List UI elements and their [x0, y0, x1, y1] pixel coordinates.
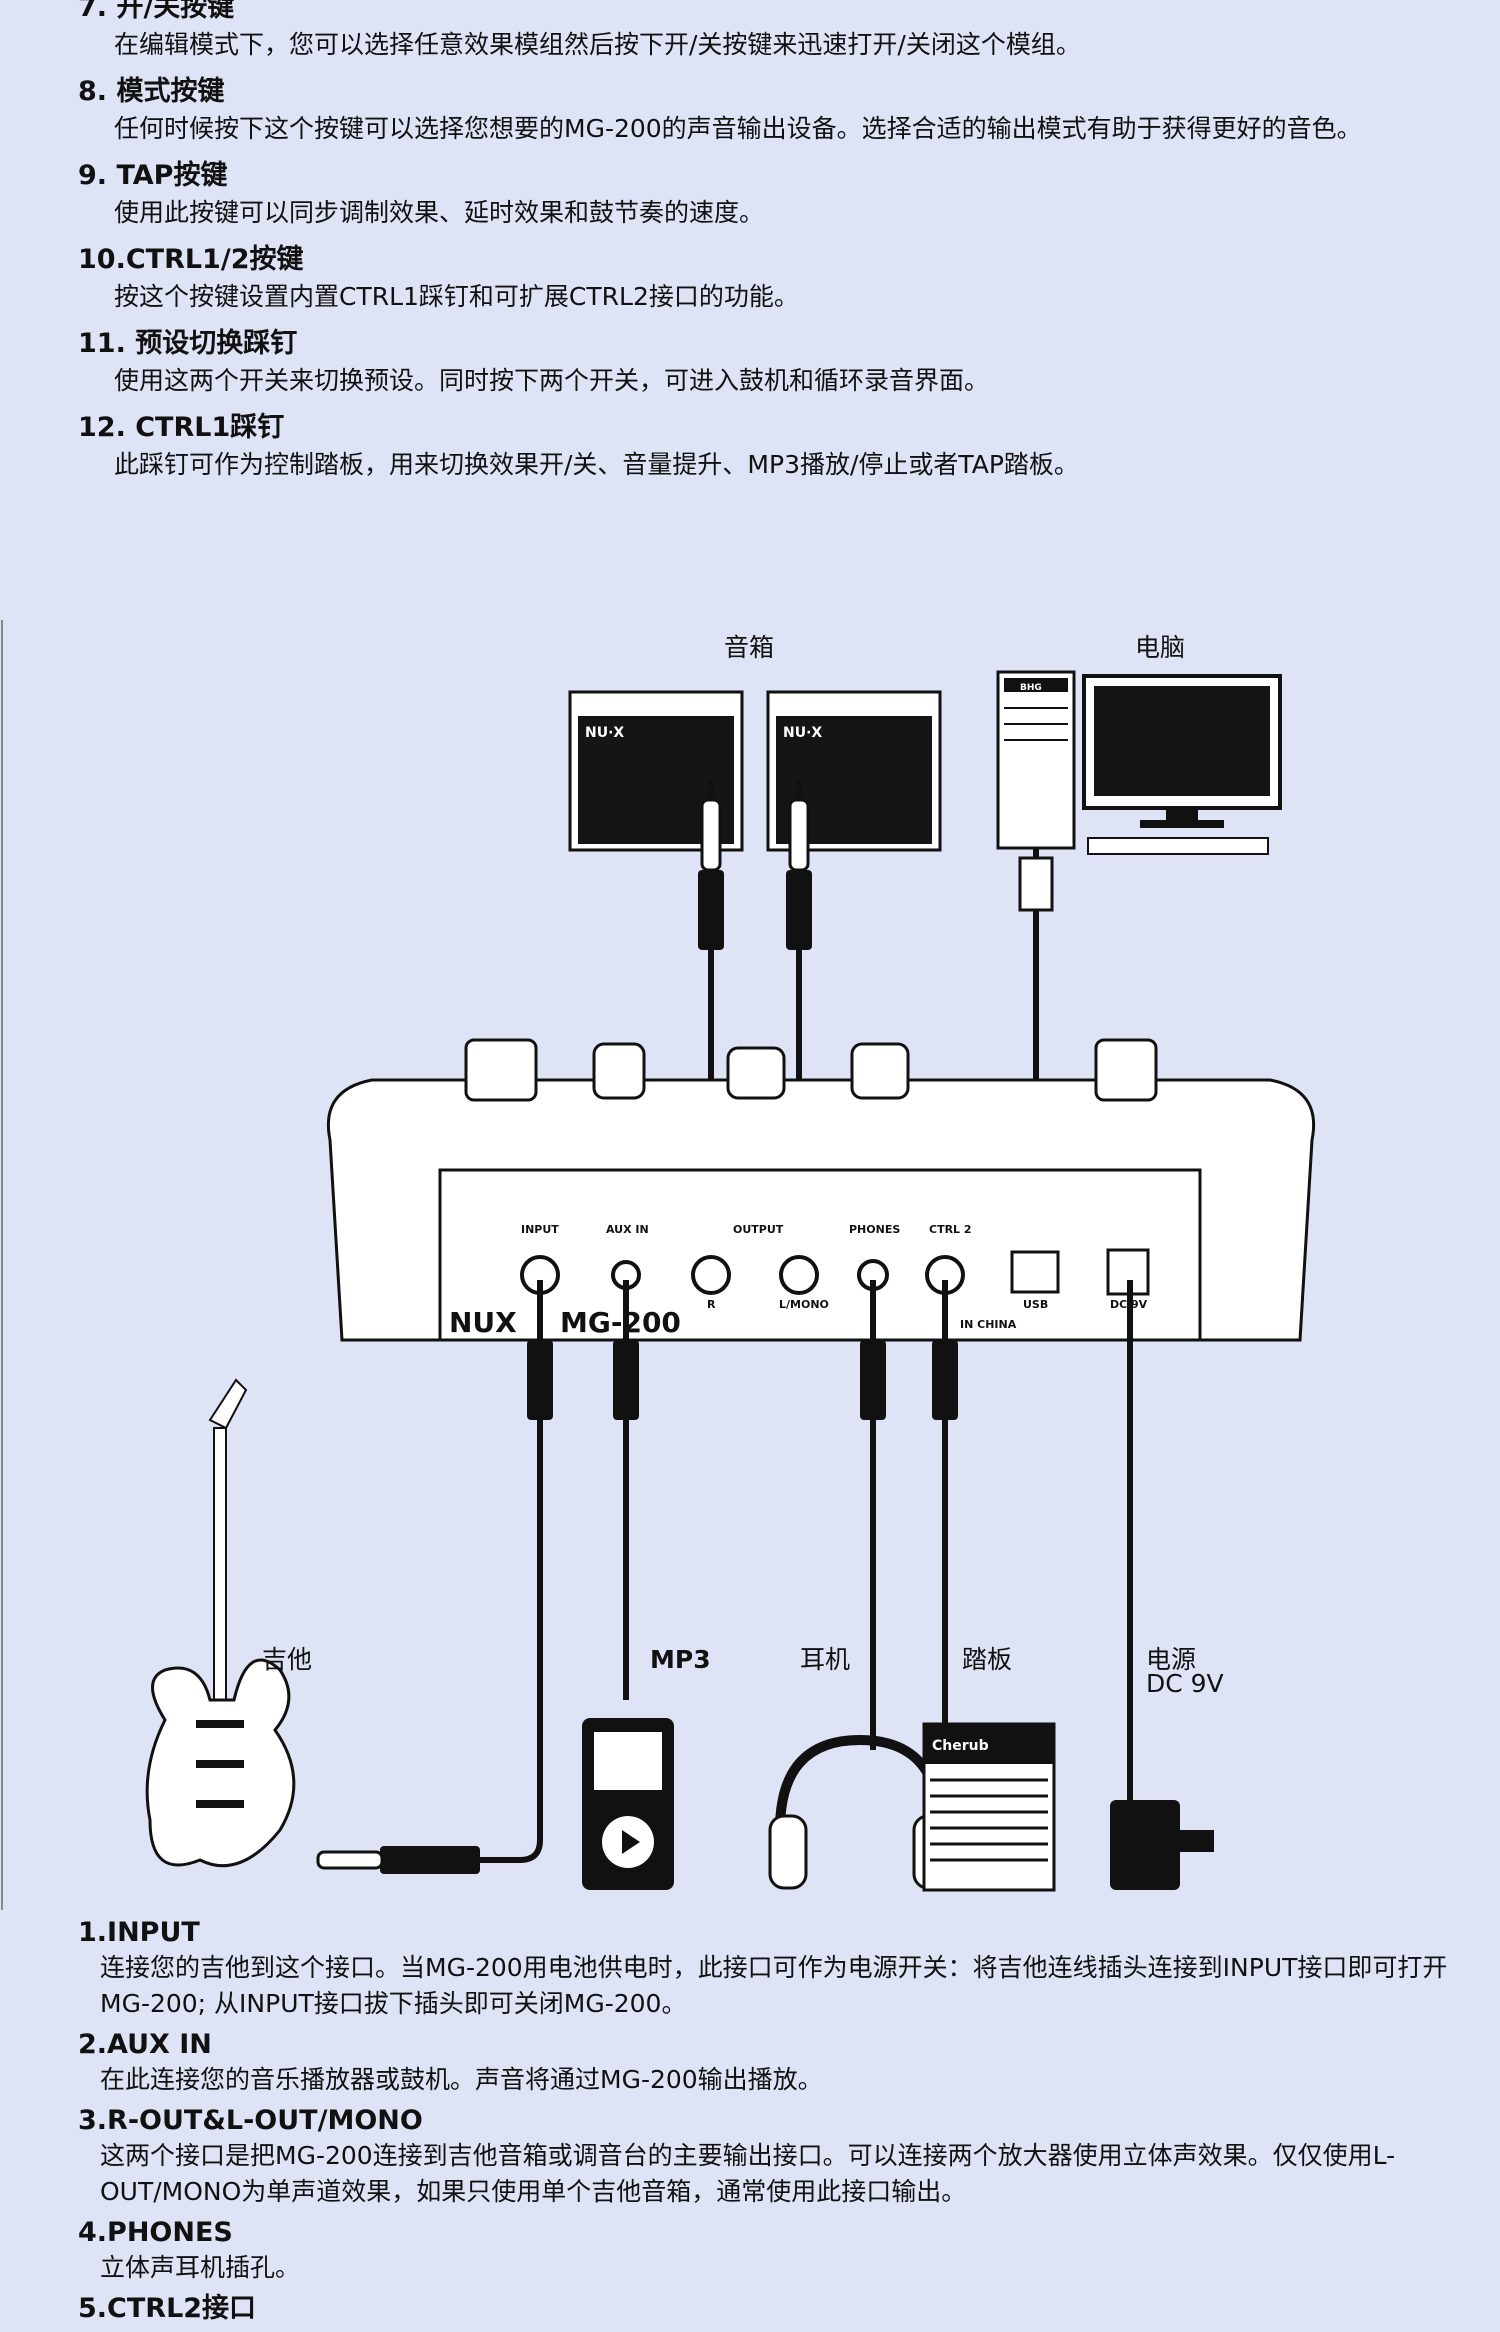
device-model: MG-200 [560, 1306, 681, 1339]
feature-desc: 这两个接口是把MG-200连接到吉他音箱或调音台的主要输出接口。可以连接两个放大… [100, 2141, 1396, 2206]
feature-title: 9. TAP按键 [78, 160, 228, 191]
feature-desc: 在编辑模式下，您可以选择任意效果模组然后按下开/关按键来迅速打开/关闭这个模组。 [114, 30, 1081, 59]
feature-list-bottom: 1.INPUT 连接您的吉他到这个接口。当MG-200用电池供电时，此接口可作为… [0, 1916, 1500, 2332]
power-voltage-label: DC 9V [1146, 1669, 1224, 1698]
feature-title: 8. 模式按键 [78, 76, 225, 107]
feature-title: 1.INPUT [78, 1917, 200, 1948]
feature-desc: 此踩钉可作为控制踏板，用来切换效果开/关、音量提升、MP3播放/停止或者TAP踏… [114, 450, 1079, 479]
speakers-label: 音箱 [724, 633, 774, 662]
feature-desc: 使用这两个开关来切换预设。同时按下两个开关，可进入鼓机和循环录音界面。 [114, 366, 990, 395]
port-label-phones: PHONES [849, 1223, 900, 1236]
amp-brand-logo: NU·X [783, 725, 822, 741]
feature-title: 2.AUX IN [78, 2029, 212, 2060]
feature-desc: 立体声耳机插孔。 [100, 2253, 301, 2282]
feature-item: 3.R-OUT&L-OUT/MONO 这两个接口是把MG-200连接到吉他音箱或… [78, 2104, 1500, 2210]
guitar-label: 吉他 [262, 1645, 312, 1674]
pedal-label: 踏板 [962, 1645, 1012, 1674]
feature-item: 4.PHONES 立体声耳机插孔。 [78, 2216, 1500, 2286]
amp-brand-logo: NU·X [585, 725, 624, 741]
mg200-device: INPUT AUX IN OUTPUT PHONES CTRL 2 R L/MO… [326, 1038, 1316, 1342]
port-label-r: R [707, 1298, 716, 1311]
mp3-label: MP3 [650, 1645, 711, 1674]
port-label-l-mono: L/MONO [779, 1298, 829, 1311]
feature-item: 7. 开/关按键 在编辑模式下，您可以选择任意效果模组然后按下开/关按键来迅速打… [78, 0, 1500, 74]
feature-title: 11. 预设切换踩钉 [78, 328, 298, 359]
power-label: 电源 [1146, 1645, 1196, 1674]
pc-brand-logo: BHG [1020, 683, 1042, 693]
device-brand: NUX [449, 1306, 517, 1339]
mp3-player [582, 1718, 674, 1890]
feature-title: 4.PHONES [78, 2217, 233, 2248]
pedal-brand-logo: Cherub [932, 1738, 989, 1754]
feature-item: 2.AUX IN 在此连接您的音乐播放器或鼓机。声音将通过MG-200输出播放。 [78, 2028, 1500, 2098]
feature-desc: 在此连接您的音乐播放器或鼓机。声音将通过MG-200输出播放。 [100, 2065, 823, 2094]
feature-item: 12. CTRL1踩钉 此踩钉可作为控制踏板，用来切换效果开/关、音量提升、MP… [78, 410, 1500, 494]
feature-title: 12. CTRL1踩钉 [78, 412, 285, 443]
power-adapter [1110, 1800, 1214, 1890]
feature-item: 10.CTRL1/2按键 按这个按键设置内置CTRL1踩钉和可扩展CTRL2接口… [78, 242, 1500, 326]
feature-item: 9. TAP按键 使用此按键可以同步调制效果、延时效果和鼓节奏的速度。 [78, 158, 1500, 242]
feature-title: 10.CTRL1/2按键 [78, 244, 304, 275]
port-label-output: OUTPUT [733, 1223, 784, 1236]
computer-label: 电脑 [1135, 633, 1185, 662]
made-in-label: IN CHINA [960, 1318, 1017, 1331]
port-label-input: INPUT [521, 1223, 559, 1236]
feature-desc: 连接您的吉他到这个接口。当MG-200用电池供电时，此接口可作为电源开关：将吉他… [100, 1953, 1448, 2018]
feature-desc: 任何时候按下这个按键可以选择您想要的MG-200的声音输出设备。选择合适的输出模… [114, 114, 1362, 143]
feature-title: 7. 开/关按键 [78, 0, 235, 23]
feature-list-top: 7. 开/关按键 在编辑模式下，您可以选择任意效果模组然后按下开/关按键来迅速打… [0, 0, 1500, 494]
feature-desc: 使用此按键可以同步调制效果、延时效果和鼓节奏的速度。 [114, 198, 765, 227]
feature-title: 5.CTRL2接口 [78, 2293, 257, 2324]
feature-desc: 按这个按键设置内置CTRL1踩钉和可扩展CTRL2接口的功能。 [114, 282, 799, 311]
port-label-ctrl2: CTRL 2 [929, 1223, 972, 1236]
guitar-illustration [145, 1378, 296, 1868]
computer-monitor [1082, 674, 1282, 855]
feature-item: 5.CTRL2接口 [78, 2292, 1500, 2326]
port-label-usb: USB [1023, 1298, 1048, 1311]
feature-item: 1.INPUT 连接您的吉他到这个接口。当MG-200用电池供电时，此接口可作为… [78, 1916, 1500, 2022]
computer-tower: BHG [996, 670, 1076, 850]
connection-diagram: 音箱 电脑 NU·X NU·X BHG [1, 620, 1316, 1910]
feature-item: 8. 模式按键 任何时候按下这个按键可以选择您想要的MG-200的声音输出设备。… [78, 74, 1500, 158]
input-cables [316, 1280, 1133, 1874]
headphones-label: 耳机 [800, 1645, 850, 1674]
port-label-aux-in: AUX IN [606, 1223, 649, 1236]
feature-title: 3.R-OUT&L-OUT/MONO [78, 2105, 423, 2136]
foot-pedal: Cherub [922, 1722, 1056, 1892]
feature-item: 11. 预设切换踩钉 使用这两个开关来切换预设。同时按下两个开关，可进入鼓机和循… [78, 326, 1500, 410]
